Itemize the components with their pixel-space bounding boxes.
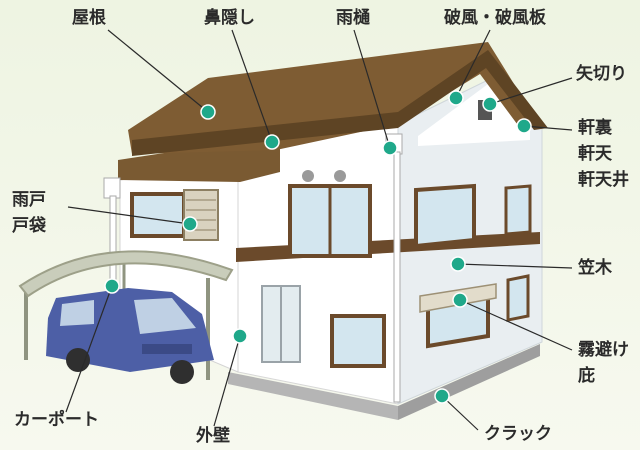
window-lower-front [330, 314, 386, 368]
window-upper-side [414, 183, 476, 249]
label-vent: 矢切り [576, 64, 627, 84]
main-roof [128, 42, 540, 154]
label-soffit-2: 軒天 [578, 144, 612, 164]
barge-board-shape [398, 50, 548, 130]
marker-nose-cover [264, 134, 280, 150]
label-roof: 屋根 [72, 8, 106, 28]
label-canopy-2: 庇 [578, 366, 595, 386]
label-gutter: 雨樋 [336, 8, 370, 28]
fascia-board [132, 112, 398, 156]
marker-shutter-box [182, 216, 198, 232]
label-barge-board: 破風・破風板 [444, 8, 546, 28]
markers [104, 90, 532, 404]
label-crack: クラック [484, 424, 552, 444]
marker-canopy [452, 292, 468, 308]
marker-carport [104, 278, 120, 294]
shutter-box-shape [183, 189, 219, 241]
window-upper-side-small [504, 184, 532, 236]
annex-window [130, 192, 186, 238]
label-soffit-1: 軒裏 [578, 118, 612, 138]
foundation-side [398, 344, 540, 420]
marker-roof [200, 104, 216, 120]
marker-gutter [382, 140, 398, 156]
marker-outer-wall [232, 328, 248, 344]
label-soffit-3: 軒天井 [578, 170, 629, 190]
leader-lines [65, 29, 573, 431]
label-nose-cover: 鼻隠し [204, 8, 255, 28]
label-band-board: 笠木 [578, 258, 612, 278]
foundation-front [228, 372, 398, 420]
marker-barge-board [448, 90, 464, 106]
marker-vent [482, 96, 498, 112]
marker-band-board [450, 256, 466, 272]
label-canopy-1: 霧避け [578, 340, 629, 360]
marker-soffit [516, 118, 532, 134]
label-shutter-box-1: 雨戸 [12, 190, 46, 210]
label-outer-wall: 外壁 [196, 426, 230, 446]
marker-crack [434, 388, 450, 404]
carport-roof [18, 250, 234, 298]
label-shutter-box-2: 戸袋 [12, 216, 46, 236]
label-carport: カーポート [14, 410, 99, 430]
